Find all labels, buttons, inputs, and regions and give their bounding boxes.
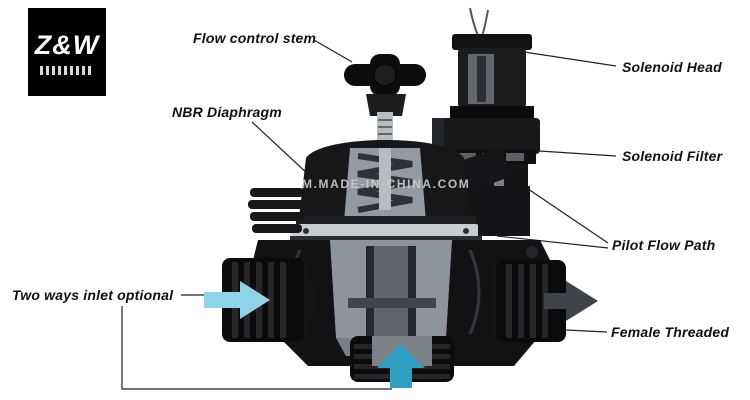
solenoid-wires	[469, 7, 489, 37]
rib	[248, 200, 306, 209]
solenoid-plunger	[477, 56, 486, 102]
stem-through-bonnet	[379, 148, 391, 210]
center-tube-wall	[408, 246, 416, 340]
outlet-port-right	[489, 260, 598, 342]
spring	[357, 153, 413, 213]
inlet-arrow-left	[204, 281, 270, 319]
thread-ridge	[518, 264, 524, 338]
bonnet-flange	[296, 216, 476, 226]
leader-flow-control-stem	[313, 39, 353, 63]
rib	[250, 212, 304, 221]
label-solenoid-filter: Solenoid Filter	[622, 148, 723, 164]
label-nbr-diaphragm: NBR Diaphragm	[172, 104, 282, 120]
label-two-ways-inlet: Two ways inlet optional	[12, 287, 174, 303]
solenoid-band	[450, 106, 534, 118]
center-tube-wall	[366, 246, 374, 340]
brand-logo-text: Z&W	[34, 29, 100, 60]
label-solenoid-head: Solenoid Head	[622, 59, 722, 75]
label-female-threaded: Female Threaded	[611, 324, 730, 340]
leader-two-ways-inlet-bottom	[121, 306, 392, 390]
diaphragm	[290, 224, 482, 240]
left-ribs	[248, 188, 306, 233]
diaphragm-band	[290, 224, 482, 238]
rib	[252, 224, 302, 233]
thread-ridge	[268, 262, 274, 338]
inlet-arrow-bottom	[377, 344, 425, 388]
valve-body	[252, 186, 552, 366]
diaphragm-under-edge	[290, 236, 482, 240]
leader-female-threaded	[565, 329, 608, 333]
filter-slot	[506, 153, 524, 161]
thread-ridge	[506, 264, 512, 338]
inlet-port-bottom	[350, 336, 454, 388]
solenoid-lower-body	[444, 118, 540, 154]
flange-bolt	[303, 228, 309, 234]
brand-logo-texture	[40, 65, 94, 75]
filter-slot	[458, 153, 476, 161]
thread-ridge	[280, 262, 286, 338]
leader-solenoid-head	[523, 51, 617, 67]
outlet-arrow-right	[544, 281, 598, 321]
stem-locknut	[366, 94, 406, 116]
body-right-block	[478, 186, 530, 236]
label-pilot-flow-path: Pilot Flow Path	[612, 237, 716, 253]
label-flow-control-stem: Flow control stem	[193, 30, 317, 46]
thread-ridge	[530, 264, 536, 338]
bonnet	[296, 140, 476, 226]
handle-hub	[373, 63, 397, 87]
body-highlight-right	[468, 249, 481, 335]
rib	[250, 188, 304, 197]
brand-logo: Z&W	[28, 8, 106, 96]
stem-threads	[378, 119, 392, 149]
inlet-port-left	[204, 258, 313, 342]
solenoid-cap	[452, 34, 532, 50]
body-bolt	[526, 246, 538, 258]
flange-bolt	[463, 228, 469, 234]
valve-seat	[348, 298, 436, 308]
leader-pilot-flow-path-lower	[496, 235, 609, 249]
watermark: M.MADE-IN-CHINA.COM	[302, 177, 471, 191]
center-tube-bore	[374, 246, 408, 340]
